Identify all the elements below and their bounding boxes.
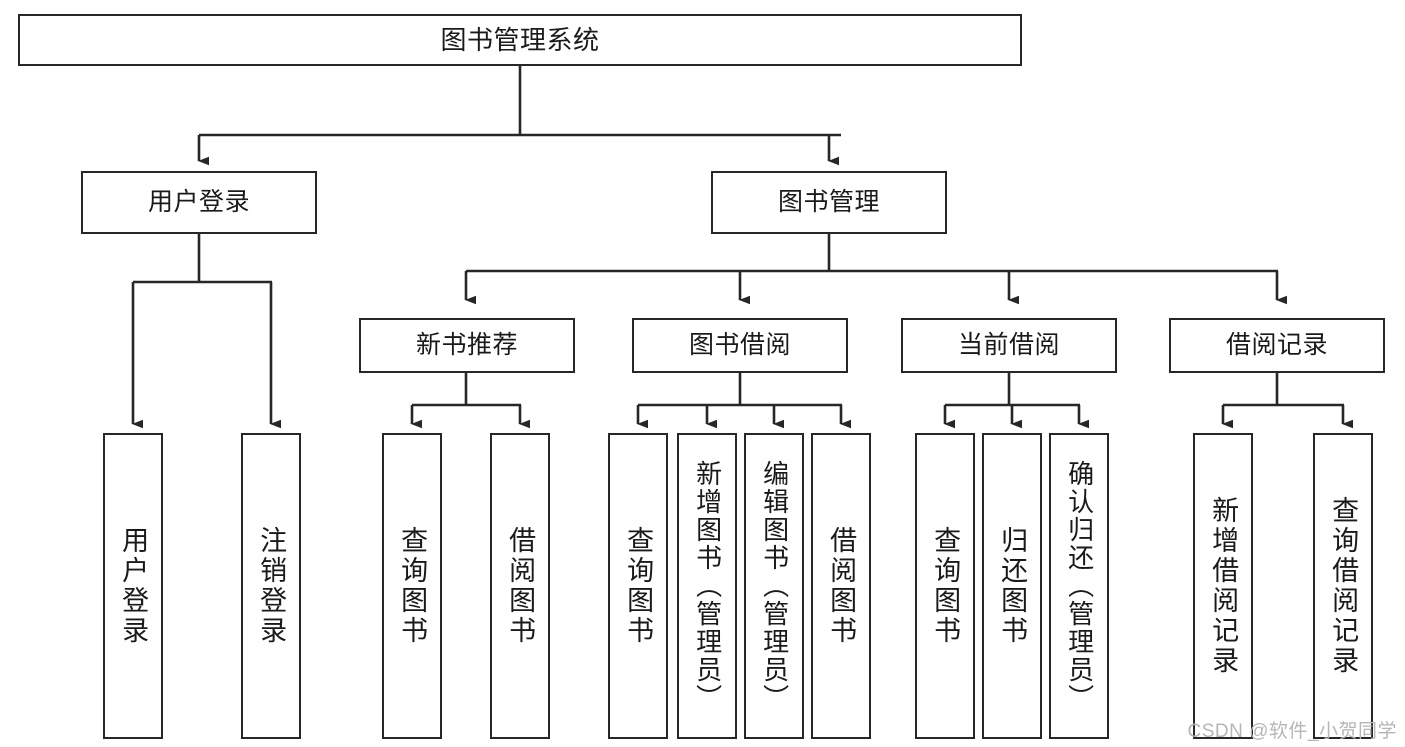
leaf-add-record-label: 新增借阅记录 — [1208, 496, 1239, 676]
leaf-confirm-return[interactable]: 确认归还（管理员） — [1049, 433, 1109, 739]
node-current-borrow-label: 当前借阅 — [957, 330, 1060, 359]
leaf-query-book-1[interactable]: 查询图书 — [382, 433, 442, 739]
node-root-label: 图书管理系统 — [440, 24, 600, 55]
leaf-return-book[interactable]: 归还图书 — [982, 433, 1042, 739]
leaf-confirm-return-label: 确认归还（管理员） — [1064, 460, 1095, 712]
leaf-borrow-book-1-label: 借阅图书 — [505, 526, 536, 646]
node-user-login[interactable]: 用户登录 — [81, 171, 317, 234]
leaf-borrow-book-1[interactable]: 借阅图书 — [490, 433, 550, 739]
leaf-add-record[interactable]: 新增借阅记录 — [1193, 433, 1253, 739]
leaf-borrow-book-2[interactable]: 借阅图书 — [811, 433, 871, 739]
leaf-add-book[interactable]: 新增图书（管理员） — [677, 433, 737, 739]
leaf-logout-label: 注销登录 — [256, 526, 287, 646]
node-root[interactable]: 图书管理系统 — [18, 14, 1022, 66]
leaf-edit-book[interactable]: 编辑图书（管理员） — [744, 433, 804, 739]
leaf-borrow-book-2-label: 借阅图书 — [826, 526, 857, 646]
node-new-book-recommend[interactable]: 新书推荐 — [359, 318, 575, 373]
leaf-query-book-1-label: 查询图书 — [397, 526, 428, 646]
leaf-query-book-2-label: 查询图书 — [623, 526, 654, 646]
node-book-manage-label: 图书管理 — [777, 187, 880, 216]
node-new-book-recommend-label: 新书推荐 — [415, 330, 518, 359]
leaf-user-login[interactable]: 用户登录 — [103, 433, 163, 739]
leaf-add-book-label: 新增图书（管理员） — [692, 460, 723, 712]
leaf-logout[interactable]: 注销登录 — [241, 433, 301, 739]
node-current-borrow[interactable]: 当前借阅 — [901, 318, 1117, 373]
node-borrow-record[interactable]: 借阅记录 — [1169, 318, 1385, 373]
node-book-manage[interactable]: 图书管理 — [711, 171, 947, 234]
leaf-query-record-label: 查询借阅记录 — [1328, 496, 1359, 676]
leaf-user-login-label: 用户登录 — [118, 526, 149, 646]
leaf-query-book-2[interactable]: 查询图书 — [608, 433, 668, 739]
leaf-return-book-label: 归还图书 — [997, 526, 1028, 646]
node-book-borrow[interactable]: 图书借阅 — [632, 318, 848, 373]
watermark: CSDN @软件_小贺同学 — [1187, 721, 1397, 742]
leaf-query-book-3-label: 查询图书 — [930, 526, 961, 646]
node-borrow-record-label: 借阅记录 — [1225, 330, 1328, 359]
node-user-login-label: 用户登录 — [147, 187, 250, 216]
leaf-edit-book-label: 编辑图书（管理员） — [759, 460, 790, 712]
node-book-borrow-label: 图书借阅 — [688, 330, 791, 359]
leaf-query-record[interactable]: 查询借阅记录 — [1313, 433, 1373, 739]
leaf-query-book-3[interactable]: 查询图书 — [915, 433, 975, 739]
